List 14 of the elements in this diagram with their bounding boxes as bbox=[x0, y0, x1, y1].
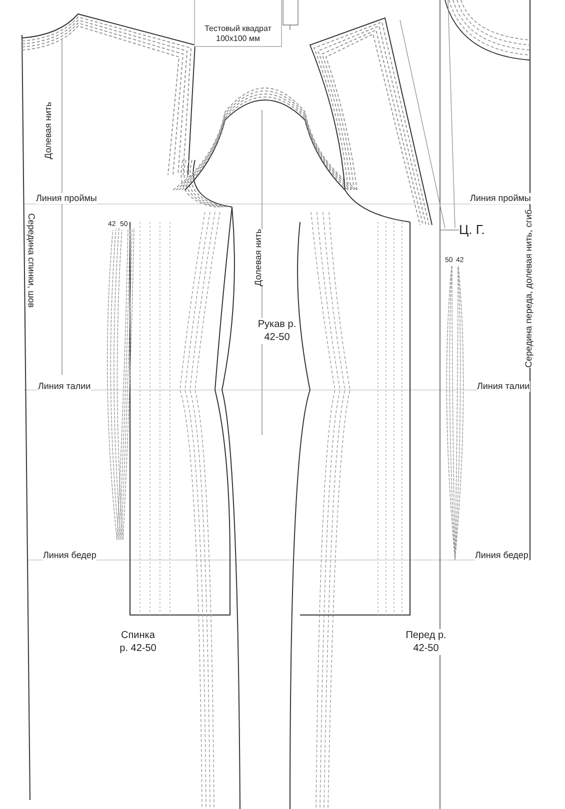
line-label: Линия проймы bbox=[36, 193, 97, 204]
test-square bbox=[194, 0, 282, 47]
line-label: Линия талии bbox=[38, 381, 91, 392]
grain-line-label: Долевая нить bbox=[253, 228, 264, 286]
piece-label: Перед р. 42-50 bbox=[404, 629, 448, 655]
center-back-label: Середина спинки, шов bbox=[26, 213, 37, 308]
test-square-caption: Тестовый квадрат 100х100 мм bbox=[204, 24, 272, 44]
grain-line-label: Долевая нить bbox=[43, 102, 54, 160]
center-chest-label: Ц. Г. bbox=[459, 222, 485, 237]
line-label: Линия бедер bbox=[475, 550, 528, 561]
center-front-label: Середина переда, долевая нить, сгиб bbox=[524, 209, 535, 368]
line-label: Линия проймы bbox=[470, 193, 531, 204]
line-label: Линия талии bbox=[477, 381, 530, 392]
line-label: Линия бедер bbox=[43, 550, 96, 561]
